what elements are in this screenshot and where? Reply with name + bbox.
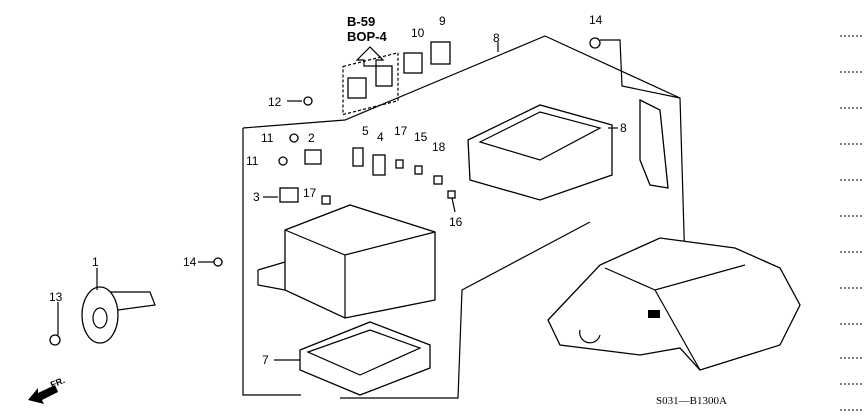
edge-marks bbox=[840, 35, 862, 411]
callout-4[interactable]: 4 bbox=[377, 130, 384, 144]
reference-line-2[interactable]: BOP-4 bbox=[347, 29, 388, 44]
callout-8-top[interactable]: 8 bbox=[493, 31, 500, 45]
callout-5[interactable]: 5 bbox=[362, 124, 369, 138]
bolt-13[interactable] bbox=[49, 334, 61, 346]
fuse-15[interactable] bbox=[414, 165, 423, 175]
callout-17-lower[interactable]: 17 bbox=[303, 186, 317, 200]
front-arrow-icon bbox=[28, 385, 58, 404]
callout-11-upper[interactable]: 11 bbox=[261, 131, 274, 145]
callout-14-left[interactable]: 14 bbox=[183, 255, 197, 269]
relay[interactable] bbox=[347, 77, 367, 99]
callout-12[interactable]: 12 bbox=[268, 95, 282, 109]
fuse-16[interactable] bbox=[447, 190, 456, 199]
fuse-17b[interactable] bbox=[321, 195, 331, 205]
callout-3[interactable]: 3 bbox=[253, 190, 260, 204]
optional-relay-group bbox=[342, 52, 399, 116]
callout-17-upper[interactable]: 17 bbox=[394, 124, 408, 138]
fuse-17[interactable] bbox=[395, 159, 404, 169]
fuse-box-cover[interactable] bbox=[467, 104, 613, 201]
callout-18[interactable]: 18 bbox=[432, 140, 446, 154]
bolt-12[interactable] bbox=[303, 96, 313, 106]
bolt-14[interactable] bbox=[589, 37, 601, 49]
bolt-14b[interactable] bbox=[213, 257, 223, 267]
fuse-box-location-marker bbox=[648, 310, 660, 318]
up-arrow-icon bbox=[355, 46, 385, 67]
relay-2[interactable] bbox=[304, 149, 322, 165]
callout-15[interactable]: 15 bbox=[414, 130, 428, 144]
relay[interactable] bbox=[375, 65, 393, 87]
bolt-11b[interactable] bbox=[278, 156, 288, 166]
relay-10[interactable] bbox=[403, 52, 423, 74]
horn[interactable] bbox=[81, 286, 119, 344]
callout-10[interactable]: 10 bbox=[411, 26, 425, 40]
mounting-bracket[interactable] bbox=[639, 98, 669, 189]
direction-label: FR. bbox=[49, 375, 66, 390]
callout-1[interactable]: 1 bbox=[92, 255, 99, 269]
drawing-code: S031—B1300A bbox=[656, 395, 727, 407]
callout-7[interactable]: 7 bbox=[262, 353, 269, 367]
callout-13[interactable]: 13 bbox=[49, 290, 63, 304]
bolt-11[interactable] bbox=[289, 133, 299, 143]
callout-2[interactable]: 2 bbox=[308, 131, 315, 145]
callout-16[interactable]: 16 bbox=[449, 215, 463, 229]
fuse-18[interactable] bbox=[433, 175, 443, 185]
callout-9[interactable]: 9 bbox=[439, 14, 446, 28]
relay-3[interactable] bbox=[279, 187, 299, 203]
fuse-box-lower-cover[interactable] bbox=[299, 321, 431, 396]
callout-11-lower[interactable]: 11 bbox=[246, 154, 259, 168]
leader-lines bbox=[57, 100, 618, 361]
relay-9[interactable] bbox=[430, 41, 451, 65]
car-illustration bbox=[547, 237, 801, 371]
callout-14-top[interactable]: 14 bbox=[589, 13, 603, 27]
fuse-box[interactable] bbox=[284, 204, 436, 319]
fuse-4[interactable] bbox=[372, 154, 386, 176]
reference-line-1[interactable]: B-59 bbox=[347, 14, 375, 29]
fuse-5[interactable] bbox=[352, 147, 364, 167]
callout-8-cover[interactable]: 8 bbox=[620, 121, 627, 135]
assembly-outline bbox=[242, 35, 687, 399]
